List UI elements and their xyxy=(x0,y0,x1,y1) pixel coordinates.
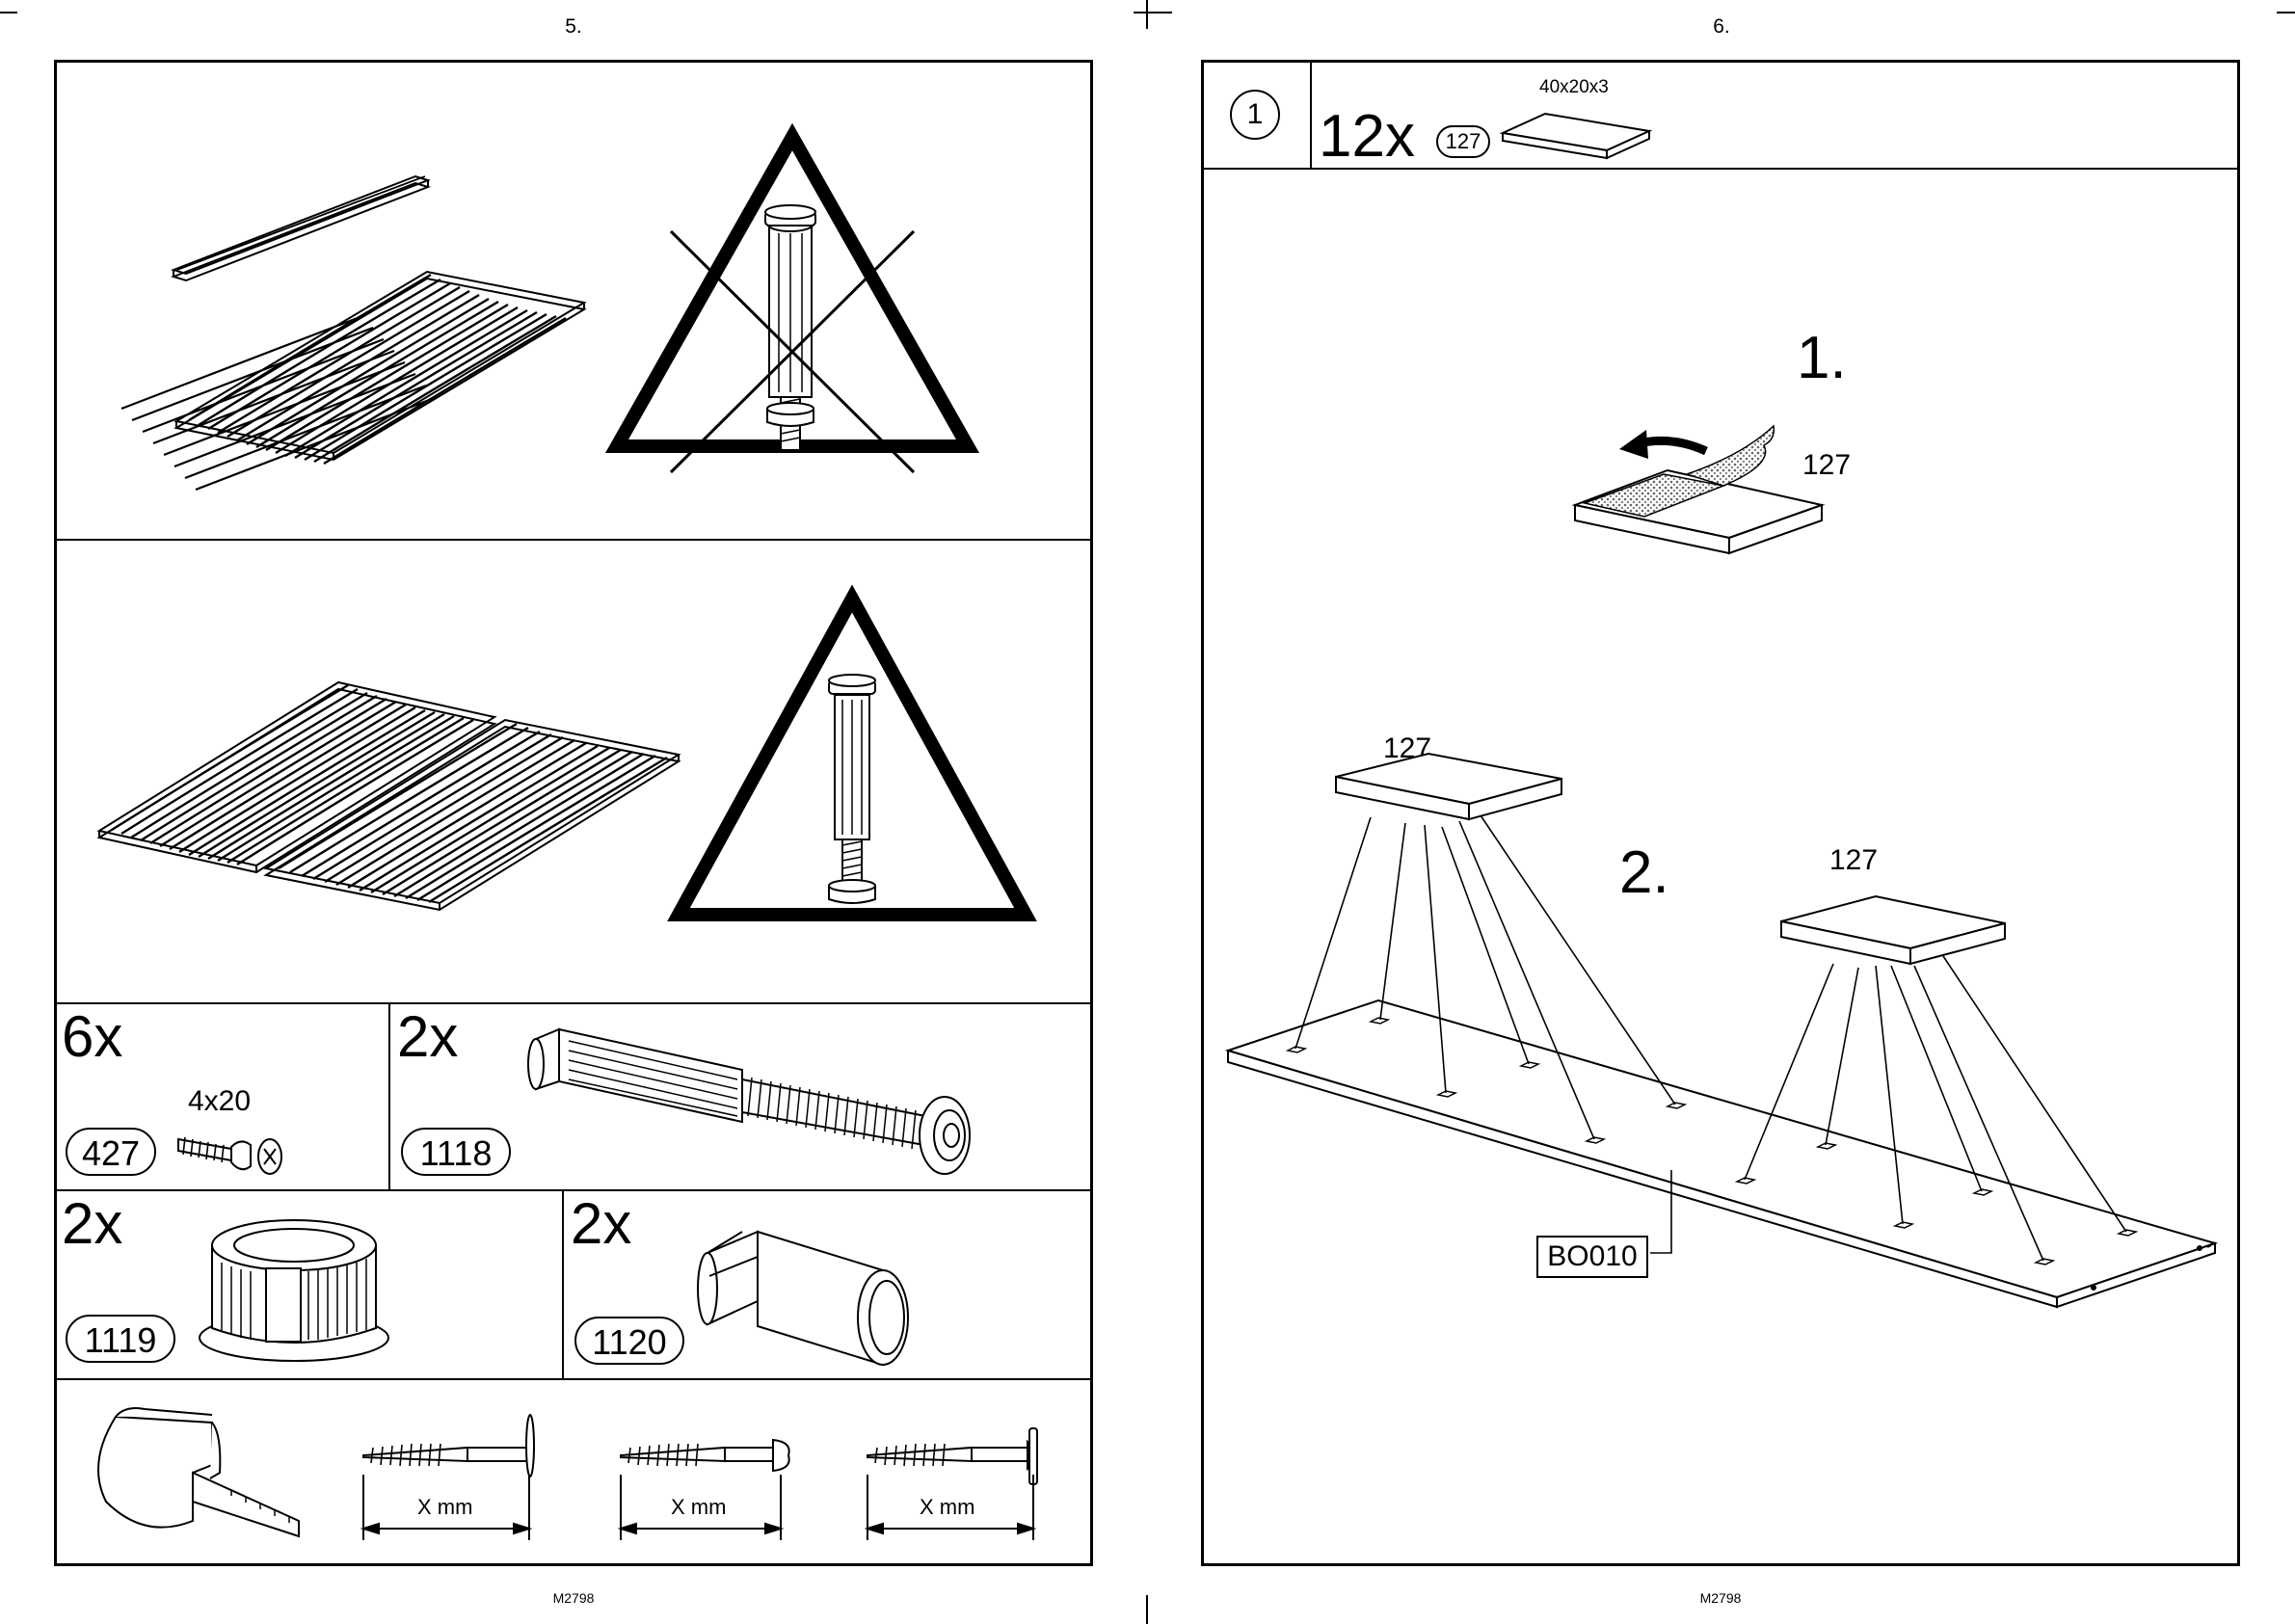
page-number-right: 6. xyxy=(1673,15,1770,39)
leg-foot-part-illustration xyxy=(193,1205,405,1369)
step-number: 1 xyxy=(1247,98,1264,130)
page-number-left: 5. xyxy=(525,15,622,39)
divider xyxy=(562,1189,564,1378)
measure-label: X mm xyxy=(671,1495,726,1520)
header-part-badge: 127 xyxy=(1436,125,1490,158)
step-header-divider xyxy=(1310,60,1312,169)
substep-1-label: 1. xyxy=(1797,324,1847,392)
document-code-right: M2798 xyxy=(1663,1590,1778,1606)
header-size-label: 40x20x3 xyxy=(1539,77,1609,98)
part-qty: 2x xyxy=(397,1008,458,1066)
part-number-badge: 1120 xyxy=(574,1317,684,1365)
measure-label: X mm xyxy=(920,1495,974,1520)
screw-illustration xyxy=(173,1128,289,1185)
header-qty: 12x xyxy=(1319,108,1415,166)
board-assembly-illustration xyxy=(1201,742,2240,1320)
pad-icon xyxy=(1499,106,1663,164)
tape-measure-icon xyxy=(87,1396,299,1540)
part-size: 4x20 xyxy=(188,1085,251,1118)
part-number-badge: 427 xyxy=(66,1128,156,1176)
part-qty: 6x xyxy=(62,1008,122,1066)
sleeve-part-illustration xyxy=(704,1218,935,1372)
measure-label: X mm xyxy=(417,1495,472,1520)
document-code-left: M2798 xyxy=(516,1590,631,1606)
part-qty: 2x xyxy=(571,1195,631,1253)
double-slatted-frame-illustration xyxy=(54,541,1093,1003)
header-part-number: 127 xyxy=(1446,129,1481,153)
single-slatted-frame-illustration xyxy=(54,60,1093,542)
part-number-badge: 1119 xyxy=(66,1315,175,1363)
adjustable-leg-part-illustration xyxy=(520,1012,983,1185)
step-number-badge: 1 xyxy=(1230,90,1280,140)
board-label-box: BO010 xyxy=(1536,1236,1648,1278)
part-number-badge: 1118 xyxy=(401,1128,511,1176)
divider xyxy=(388,1002,390,1189)
part-qty: 2x xyxy=(62,1195,122,1253)
divider xyxy=(54,1378,1093,1380)
board-label: BO010 xyxy=(1547,1240,1637,1272)
peel-adhesive-pad-illustration xyxy=(1571,416,1860,580)
pad-label: 127 xyxy=(1802,449,1851,482)
